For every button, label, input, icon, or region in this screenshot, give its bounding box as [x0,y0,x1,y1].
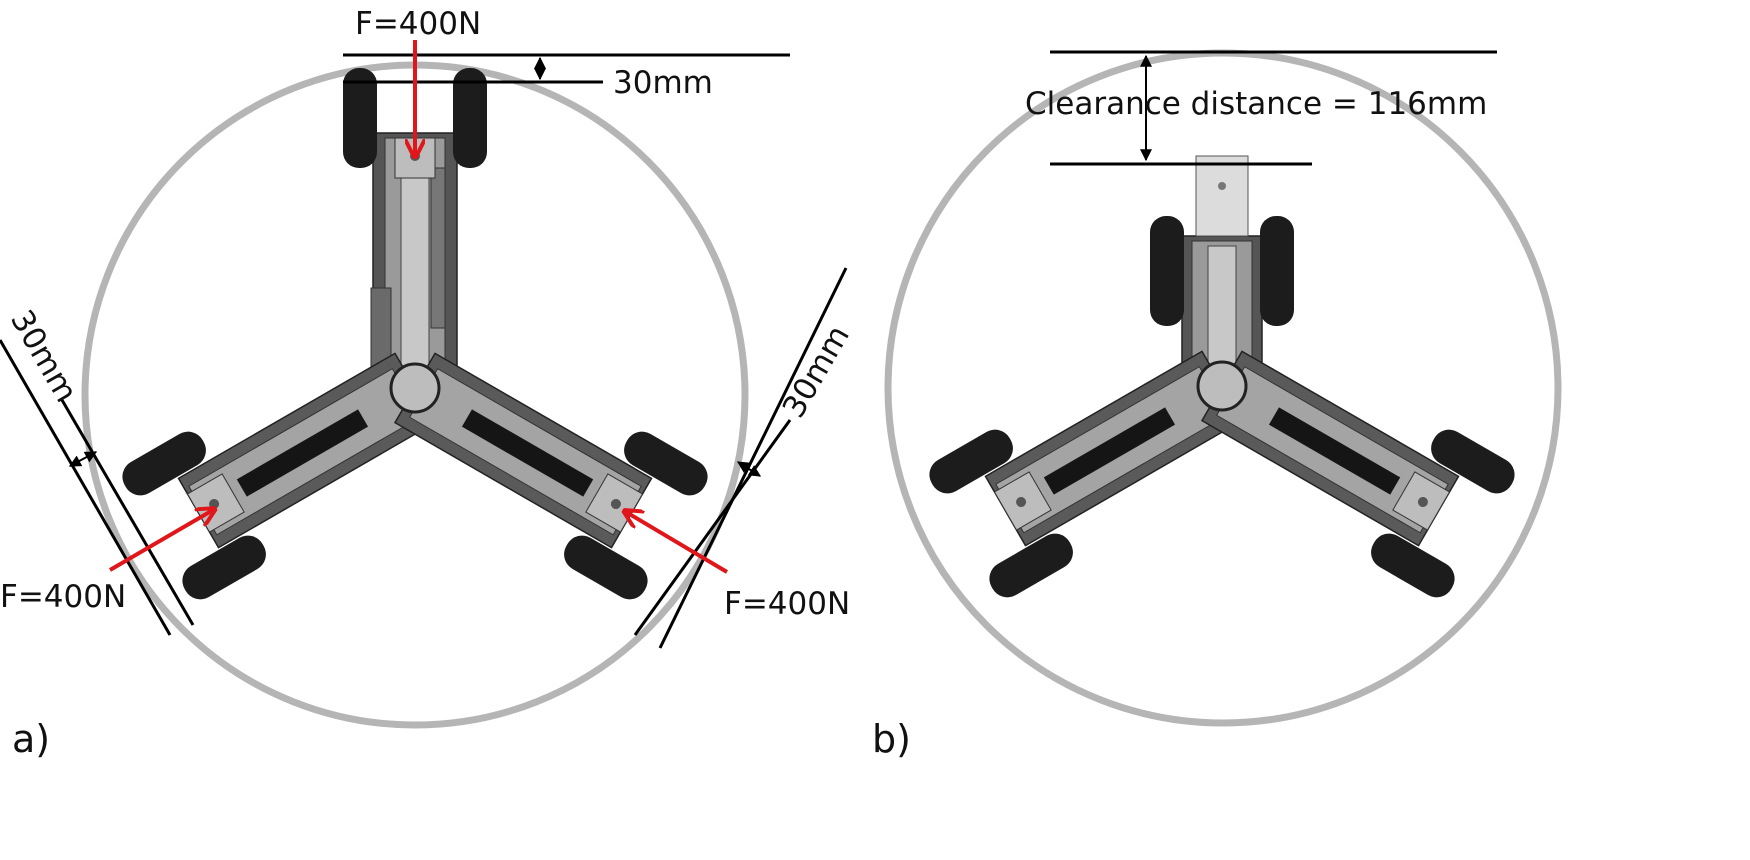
panel-label-b: b) [872,717,911,761]
dimension-top-a: 30mm [343,53,790,101]
force-arrows-a [108,40,729,574]
dimension-label-left: 30mm [3,304,84,408]
force-label-left: F=400N [0,579,126,615]
robot-b [922,155,1522,605]
force-label-right: F=400N [724,586,850,622]
clearance-dimension-b: Clearance distance = 116mm [1025,50,1497,166]
robot-a [115,67,715,607]
panel-a: 30mm 30mm 30mm F=400N F=400N F=400N a) [0,6,857,761]
central-hub-a [389,362,441,414]
force-label-top: F=400N [355,6,481,42]
central-hub-b [1196,360,1248,412]
panel-b: Clearance distance = 116mm b) [872,49,1562,761]
force-arrow-right [626,512,729,574]
robot-arm-top-retracted [1149,155,1295,387]
panel-label-a: a) [12,717,50,761]
dimension-label-right: 30mm [776,320,857,424]
dimension-label-top: 30mm [613,65,713,101]
clearance-label: Clearance distance = 116mm [1025,86,1487,122]
force-arrow-left [108,510,213,572]
